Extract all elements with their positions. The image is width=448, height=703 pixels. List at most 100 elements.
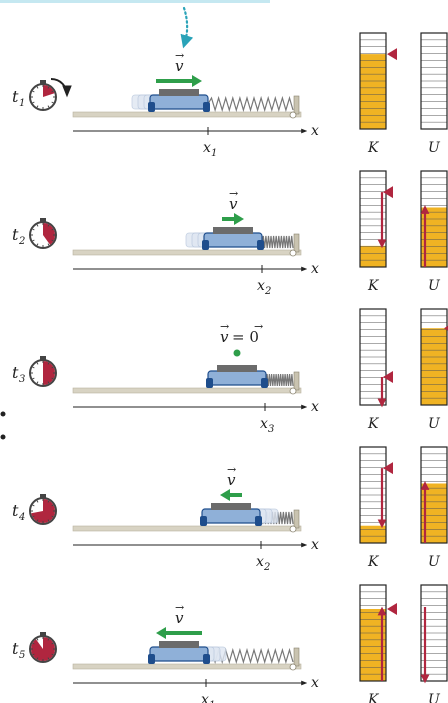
track xyxy=(72,249,302,256)
bar-outline xyxy=(359,446,387,544)
cart-bumper xyxy=(206,378,213,388)
stopwatch-tick xyxy=(36,86,39,89)
stopwatch-icon xyxy=(29,78,72,111)
wall xyxy=(293,233,300,253)
stopwatch-crown xyxy=(40,356,46,360)
spring-icon xyxy=(261,235,294,249)
x-axis-label: x xyxy=(311,537,319,553)
cart-bumper xyxy=(257,240,264,250)
stopwatch-tick xyxy=(47,105,50,108)
spring-icon xyxy=(265,373,294,387)
cart-icon xyxy=(206,365,268,388)
velocity-label: v xyxy=(227,471,236,489)
stopwatch-elapsed xyxy=(31,637,56,661)
stopwatch-tick xyxy=(32,90,35,93)
cart-body xyxy=(149,646,209,662)
zero-vector-mark: → xyxy=(254,320,263,333)
cart-bumper xyxy=(203,654,210,664)
velocity-vector-mark: → xyxy=(175,49,184,62)
stopwatch-tick xyxy=(36,519,39,522)
position-label: x xyxy=(203,140,211,156)
ellipsis-dot xyxy=(0,434,6,440)
stopwatch-icon xyxy=(29,356,57,387)
kinetic-label: K xyxy=(367,692,380,703)
x-axis-label: x xyxy=(311,675,319,691)
wall-pin xyxy=(289,111,297,119)
stopwatch-tick xyxy=(51,515,54,518)
wall-pin xyxy=(289,663,297,671)
stopwatch-tick xyxy=(32,515,35,518)
cart-body xyxy=(201,508,261,524)
ellipsis-dot xyxy=(0,411,6,417)
cart-icon xyxy=(148,89,210,112)
stopwatch-tick xyxy=(47,657,50,660)
velocity-label: v xyxy=(229,195,238,213)
energy-level-marker xyxy=(383,371,393,383)
cart-bumper xyxy=(261,378,268,388)
time-subscript: 4 xyxy=(18,512,25,523)
stopwatch-tick xyxy=(36,657,39,660)
wall xyxy=(293,509,300,529)
velocity-vector-mark: → xyxy=(175,601,184,614)
stopwatch-tick xyxy=(51,504,54,507)
stopwatch-tick xyxy=(36,105,39,108)
stopwatch-elapsed xyxy=(43,85,55,97)
track xyxy=(72,387,302,394)
time-subscript: 3 xyxy=(19,374,25,385)
potential-label: U xyxy=(428,692,441,703)
bar-outline xyxy=(359,170,387,268)
time-label: t xyxy=(12,363,19,382)
x-axis-label: x xyxy=(311,123,319,139)
stopwatch-icon xyxy=(29,494,57,525)
stopwatch-tick xyxy=(47,86,50,89)
track xyxy=(72,525,302,532)
cart-top xyxy=(159,89,199,96)
stopwatch-tick xyxy=(32,653,35,656)
stopwatch-tick xyxy=(51,366,54,369)
stopwatch-icon xyxy=(29,218,57,249)
bar-fill xyxy=(360,525,386,543)
rotation-arrow-icon xyxy=(50,78,72,98)
stopwatch-tick xyxy=(32,377,35,380)
energy-level-marker xyxy=(444,325,448,331)
velocity-vector-mark: → xyxy=(220,320,229,333)
bar-outline xyxy=(420,446,448,544)
bar-outline xyxy=(359,584,387,682)
top-strip xyxy=(0,0,270,3)
wall-pin xyxy=(289,249,297,257)
time-subscript: 2 xyxy=(18,236,25,247)
velocity-arrow-head xyxy=(156,627,166,639)
spring-icon xyxy=(207,647,294,665)
bar-outline xyxy=(420,32,448,130)
stopwatch-tick xyxy=(47,224,50,227)
wall-pin xyxy=(289,387,297,395)
stopwatch-tick xyxy=(47,638,50,641)
kinetic-label: K xyxy=(367,278,380,294)
potential-label: U xyxy=(428,554,441,570)
stopwatch-tick xyxy=(51,642,54,645)
stopwatch-tick xyxy=(32,239,35,242)
cart-bumper xyxy=(148,654,155,664)
position-subscript: 2 xyxy=(264,286,271,297)
stopwatch-tick xyxy=(51,653,54,656)
bar-outline xyxy=(359,308,387,406)
velocity-arrow-head xyxy=(220,489,230,501)
potential-label: U xyxy=(428,278,441,294)
position-label: x xyxy=(257,278,265,294)
cart-top xyxy=(217,365,257,372)
time-label: t xyxy=(12,225,19,244)
stopwatch-tick xyxy=(36,381,39,384)
stopwatch-elapsed xyxy=(31,499,55,523)
velocity-label: v xyxy=(175,609,184,627)
wall xyxy=(293,647,300,667)
spring-icon xyxy=(259,511,294,525)
time-label: t xyxy=(12,501,19,520)
velocity-zero-value: = 0 xyxy=(232,328,259,346)
stopwatch-crown xyxy=(40,494,46,498)
bar-outline xyxy=(420,584,448,682)
x-axis-label: x xyxy=(311,261,319,277)
stopwatch-tick xyxy=(51,90,54,93)
